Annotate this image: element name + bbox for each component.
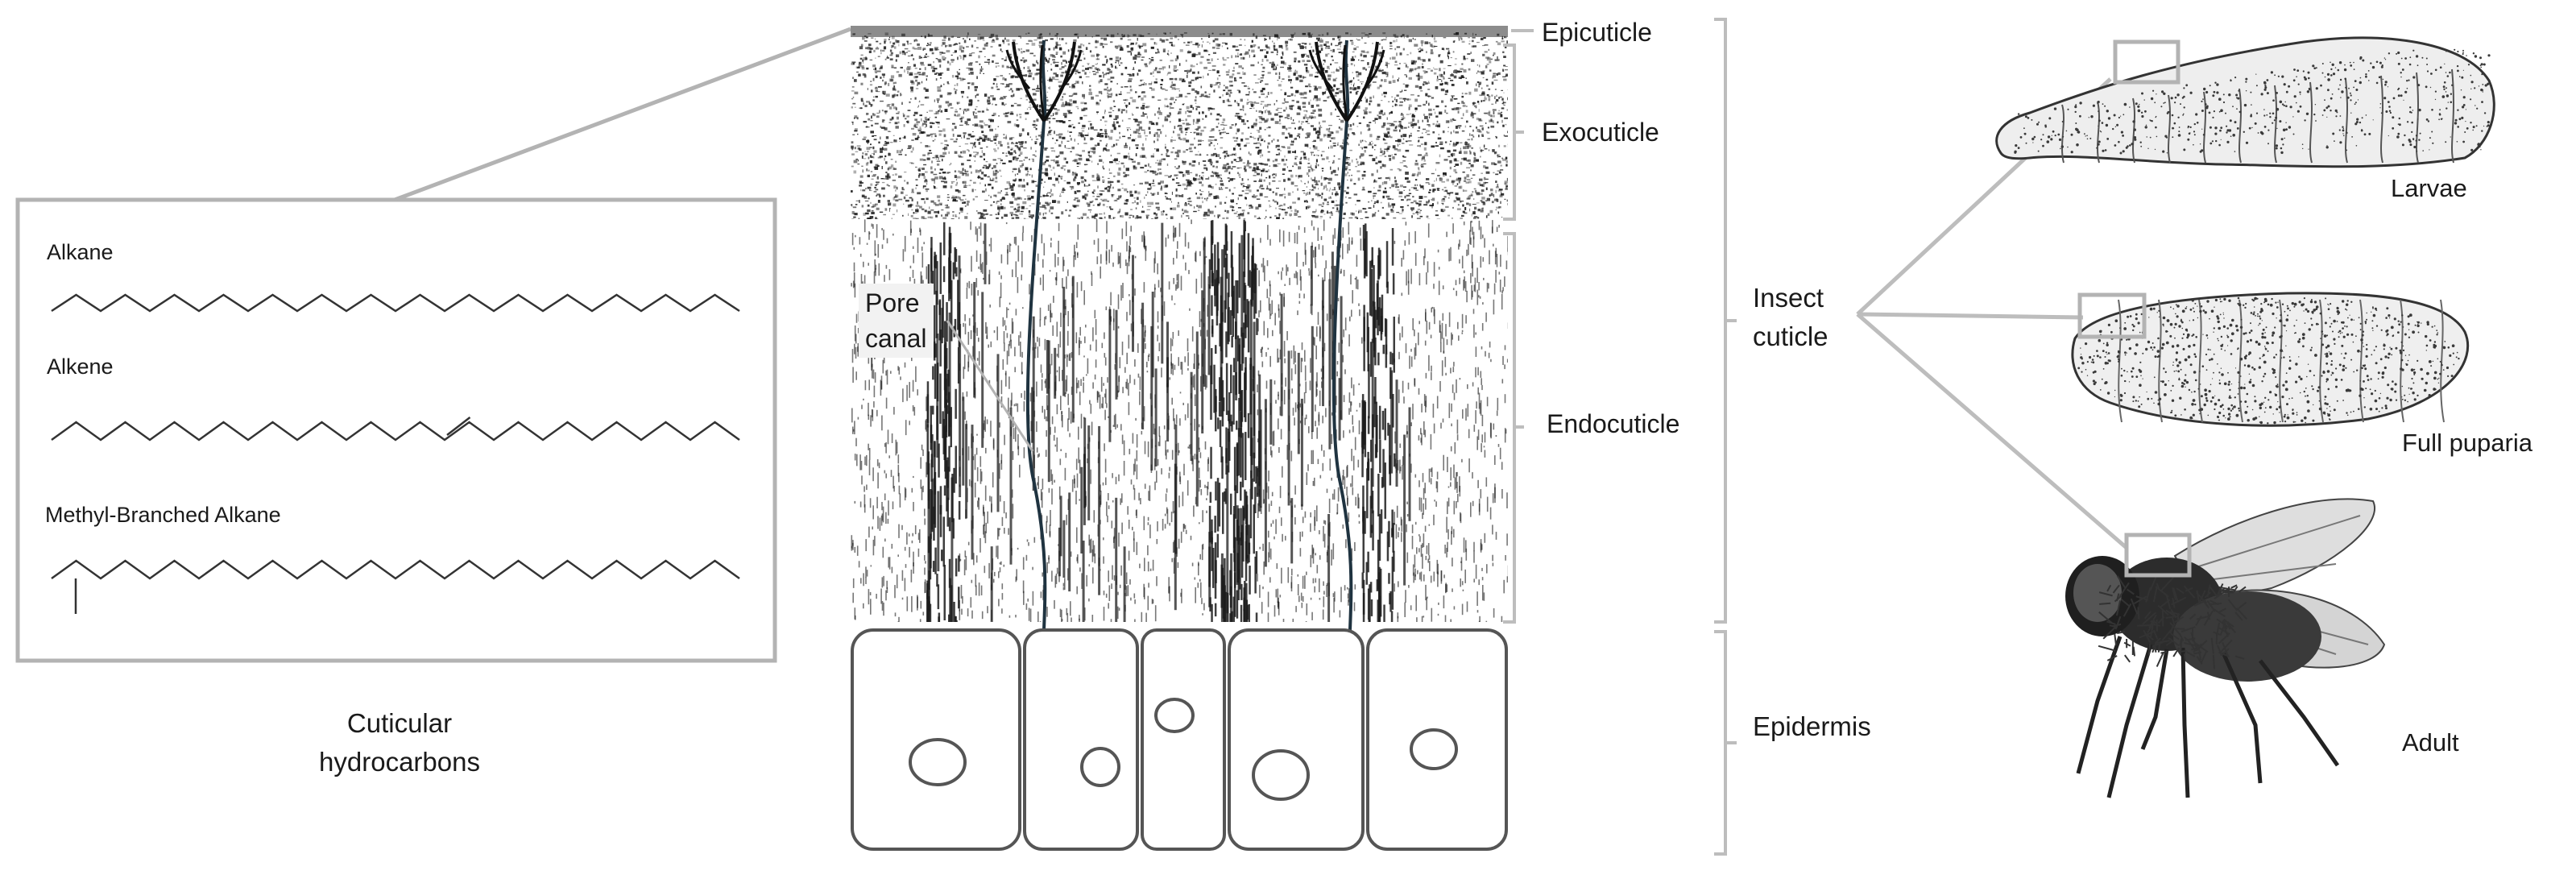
puparium-illustration [2073, 293, 2468, 425]
zoom-connector-line [395, 29, 851, 200]
cell-nucleus [1411, 730, 1456, 769]
adult-label: Adult [2402, 728, 2459, 757]
adult-fly-illustration [2065, 499, 2384, 798]
epidermis-bracket [1714, 632, 1737, 854]
cell-nucleus [1082, 748, 1119, 786]
cuticular-hydrocarbons-caption: Cuticular hydrocarbons [295, 704, 504, 781]
caption-line-1: Cuticular [295, 704, 504, 743]
exocuticle-bracket [1503, 45, 1524, 219]
exocuticle-texture [851, 32, 1512, 222]
alkane-label: Alkane [47, 240, 114, 265]
epicuticle-label: Epicuticle [1542, 18, 1652, 48]
pore-canal-label: Pore canal [859, 284, 934, 358]
epidermal-cell [1229, 630, 1363, 849]
epidermal-cell [1142, 630, 1224, 849]
epicuticle-layer [851, 26, 1508, 37]
endocuticle-bracket [1503, 234, 1524, 622]
cell-nucleus [1253, 751, 1308, 799]
insect-cuticle-bracket [1714, 19, 1737, 622]
larvae-label: Larvae [2391, 174, 2467, 203]
pore-canal-line-2: canal [865, 321, 927, 356]
epidermis-label: Epidermis [1753, 707, 1871, 746]
cell-nucleus [1156, 699, 1193, 732]
pupa-label: Full puparia [2402, 429, 2533, 458]
hydrocarbon-frame [18, 200, 775, 661]
cell-nucleus [910, 740, 965, 785]
cuticle-cross-section [851, 26, 1512, 707]
insect-cuticle-label: Insect cuticle [1753, 279, 1828, 356]
fly-eye [2073, 564, 2122, 622]
epidermal-cell [1025, 630, 1137, 849]
caption-line-2: hydrocarbons [295, 743, 504, 781]
insect-cuticle-line-1: Insect [1753, 279, 1828, 317]
pore-canal-line-1: Pore [865, 285, 927, 321]
exocuticle-label: Exocuticle [1542, 118, 1659, 147]
alkene-label: Alkene [47, 354, 114, 379]
larva-illustration [1997, 38, 2495, 167]
endocuticle-label: Endocuticle [1547, 409, 1679, 439]
insect-cuticle-line-2: cuticle [1753, 317, 1828, 356]
epidermis-cells [852, 630, 1506, 849]
methyl-branched-alkane-label: Methyl-Branched Alkane [45, 503, 281, 528]
